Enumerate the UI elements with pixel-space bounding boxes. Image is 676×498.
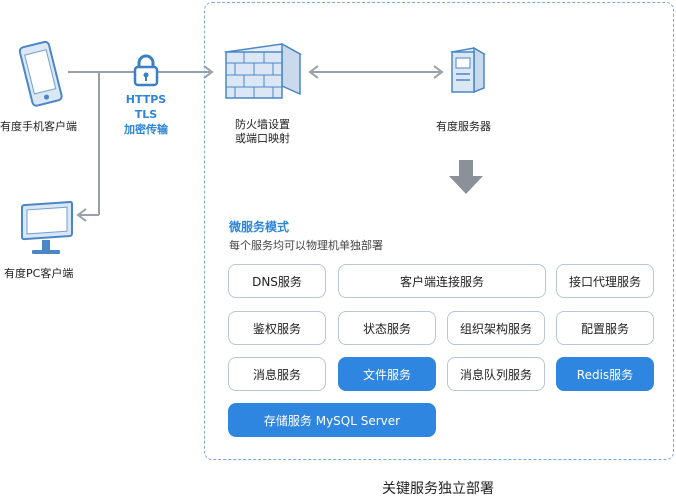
diagram-caption-text: 关键服务独立部署 [382, 481, 494, 497]
lock-icon [133, 54, 159, 87]
server-icon [449, 46, 487, 94]
mobile-phone-icon [18, 40, 63, 107]
pc-monitor-icon [21, 200, 73, 254]
service-auth: 鉴权服务 [228, 311, 326, 345]
protocol-tls: TLS [134, 108, 158, 121]
protocol-encryption: 加密传输 [124, 123, 168, 136]
service-storage-mysql: 存储服务 MySQL Server [228, 403, 436, 437]
firewall-label-line2: 或端口映射 [235, 132, 290, 145]
microservice-subtitle: 每个服务均可以物理机单独部署 [229, 239, 383, 252]
protocol-text: HTTPS TLS 加密传输 [112, 92, 180, 137]
firewall-label-line1: 防火墙设置 [235, 118, 290, 131]
firewall-label: 防火墙设置 或端口映射 [235, 118, 290, 146]
service-redis: Redis服务 [556, 357, 654, 391]
protocol-https: HTTPS [125, 93, 167, 106]
down-arrow-icon [449, 160, 483, 194]
service-config: 配置服务 [556, 311, 654, 345]
service-client-connection: 客户端连接服务 [338, 264, 546, 298]
service-interface-proxy: 接口代理服务 [556, 264, 654, 298]
diagram-caption: 关键服务独立部署 [0, 478, 676, 498]
deployment-boundary [204, 2, 674, 460]
service-message-queue: 消息队列服务 [447, 357, 545, 391]
microservice-title: 微服务模式 [229, 220, 290, 234]
service-file: 文件服务 [338, 357, 436, 391]
server-label: 有度服务器 [436, 120, 491, 133]
service-org-structure: 组织架构服务 [447, 311, 545, 345]
service-status: 状态服务 [338, 311, 436, 345]
mobile-client-label: 有度手机客户端 [0, 120, 77, 133]
pc-client-label: 有度PC客户端 [4, 267, 74, 280]
service-dns: DNS服务 [228, 264, 326, 298]
firewall-icon [223, 42, 303, 99]
service-message: 消息服务 [228, 357, 326, 391]
